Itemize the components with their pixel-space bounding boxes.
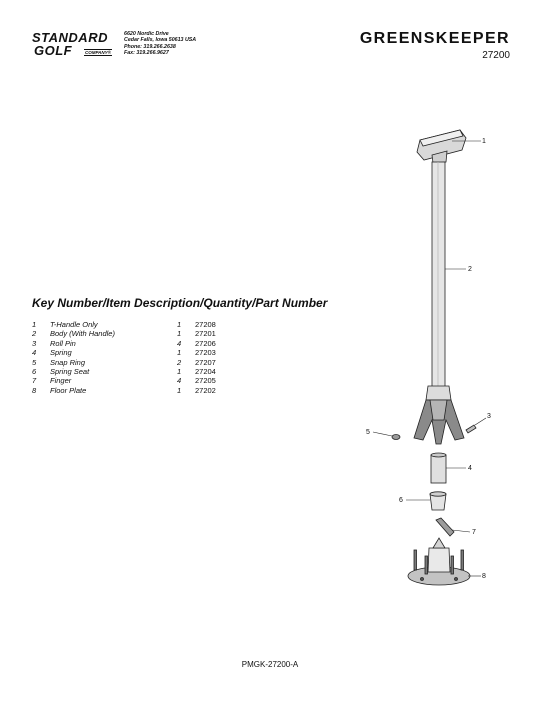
part-key: 6 xyxy=(32,367,37,377)
part-description: Floor Plate xyxy=(50,385,87,395)
floor-plate-illustration xyxy=(407,537,471,586)
logo-text-golf: GOLF xyxy=(34,43,73,58)
part-quantity: 1 xyxy=(177,367,182,377)
table-row: 6 Spring Seat 1 27204 xyxy=(32,367,235,376)
part-description: T-Handle Only xyxy=(50,320,98,329)
callout-2: 2 xyxy=(468,266,472,273)
logo-text-standard: STANDARD xyxy=(32,30,108,45)
part-quantity: 4 xyxy=(177,338,182,348)
callout-5: 5 xyxy=(366,429,370,436)
part-number: 27204 xyxy=(195,367,216,377)
address-line: Cedar Falls, Iowa 50613 USA xyxy=(124,37,197,44)
part-number: 27207 xyxy=(195,357,216,367)
callout-7: 7 xyxy=(472,529,476,536)
product-title: GREENSKEEPER xyxy=(359,30,510,47)
company-logo: STANDARD GOLF COMPANY® xyxy=(32,30,124,60)
finger-illustration xyxy=(435,517,455,537)
leader-line xyxy=(474,417,487,426)
parts-list-heading: Key Number/Item Description/Quantity/Par… xyxy=(32,296,328,310)
part-key: 5 xyxy=(32,357,37,367)
part-description: Spring Seat xyxy=(50,367,90,377)
body-base-illustration xyxy=(413,399,465,445)
table-row: 5 Snap Ring 2 27207 xyxy=(32,358,235,367)
part-quantity: 1 xyxy=(177,385,182,395)
company-address: 6620 Nordic Drive Cedar Falls, Iowa 5061… xyxy=(124,31,196,56)
spring-illustration xyxy=(430,452,447,484)
table-row: 4 Spring 1 27203 xyxy=(32,348,235,357)
address-phone: Phone: 319.266.2638 xyxy=(124,43,176,50)
part-number: 27206 xyxy=(195,338,216,348)
table-row: 2 Body (With Handle) 1 27201 xyxy=(32,329,235,338)
part-description: Snap Ring xyxy=(50,357,86,367)
part-quantity: 2 xyxy=(177,357,182,367)
part-key: 7 xyxy=(32,376,37,386)
address-fax: Fax: 319.266.9627 xyxy=(124,49,169,56)
roll-pin-illustration xyxy=(465,424,477,434)
part-key: 3 xyxy=(32,338,37,348)
parts-table: 1 T-Handle Only 1 27208 2 Body (With Han… xyxy=(32,320,235,395)
callout-3: 3 xyxy=(487,413,491,420)
callout-6: 6 xyxy=(399,497,403,504)
part-description: Roll Pin xyxy=(50,338,76,348)
t-handle-illustration xyxy=(416,129,467,164)
callout-4: 4 xyxy=(468,465,472,472)
part-quantity: 1 xyxy=(177,348,182,358)
part-number: 27202 xyxy=(195,385,216,395)
part-number: 27203 xyxy=(195,348,216,358)
part-number: 27205 xyxy=(195,376,216,386)
leader-line xyxy=(372,431,393,437)
table-row: 7 Finger 4 27205 xyxy=(32,376,235,385)
part-description: Body (With Handle) xyxy=(50,329,115,339)
part-number: 27208 xyxy=(195,320,216,329)
product-part-number: 27200 xyxy=(482,50,510,61)
table-row: 1 T-Handle Only 1 27208 xyxy=(32,320,235,329)
document-code: PMGK-27200-A xyxy=(241,660,299,669)
part-key: 8 xyxy=(32,385,37,395)
part-quantity: 1 xyxy=(177,329,182,339)
part-quantity: 4 xyxy=(177,376,182,386)
table-row: 3 Roll Pin 4 27206 xyxy=(32,339,235,348)
callout-1: 1 xyxy=(482,138,486,145)
body-shaft-illustration xyxy=(425,161,452,401)
part-key: 1 xyxy=(32,320,37,329)
address-line: 6620 Nordic Drive xyxy=(124,31,169,37)
callout-8: 8 xyxy=(482,573,486,580)
snap-ring-illustration xyxy=(391,434,401,440)
logo-text-company: COMPANY® xyxy=(84,49,112,56)
part-key: 2 xyxy=(32,329,37,339)
part-quantity: 1 xyxy=(177,320,182,329)
leader-line xyxy=(451,529,471,533)
part-description: Finger xyxy=(50,376,72,386)
spring-seat-illustration xyxy=(429,491,447,511)
table-row: 8 Floor Plate 1 27202 xyxy=(32,386,235,395)
part-description: Spring xyxy=(50,348,72,358)
part-number: 27201 xyxy=(195,329,216,339)
part-key: 4 xyxy=(32,348,37,358)
